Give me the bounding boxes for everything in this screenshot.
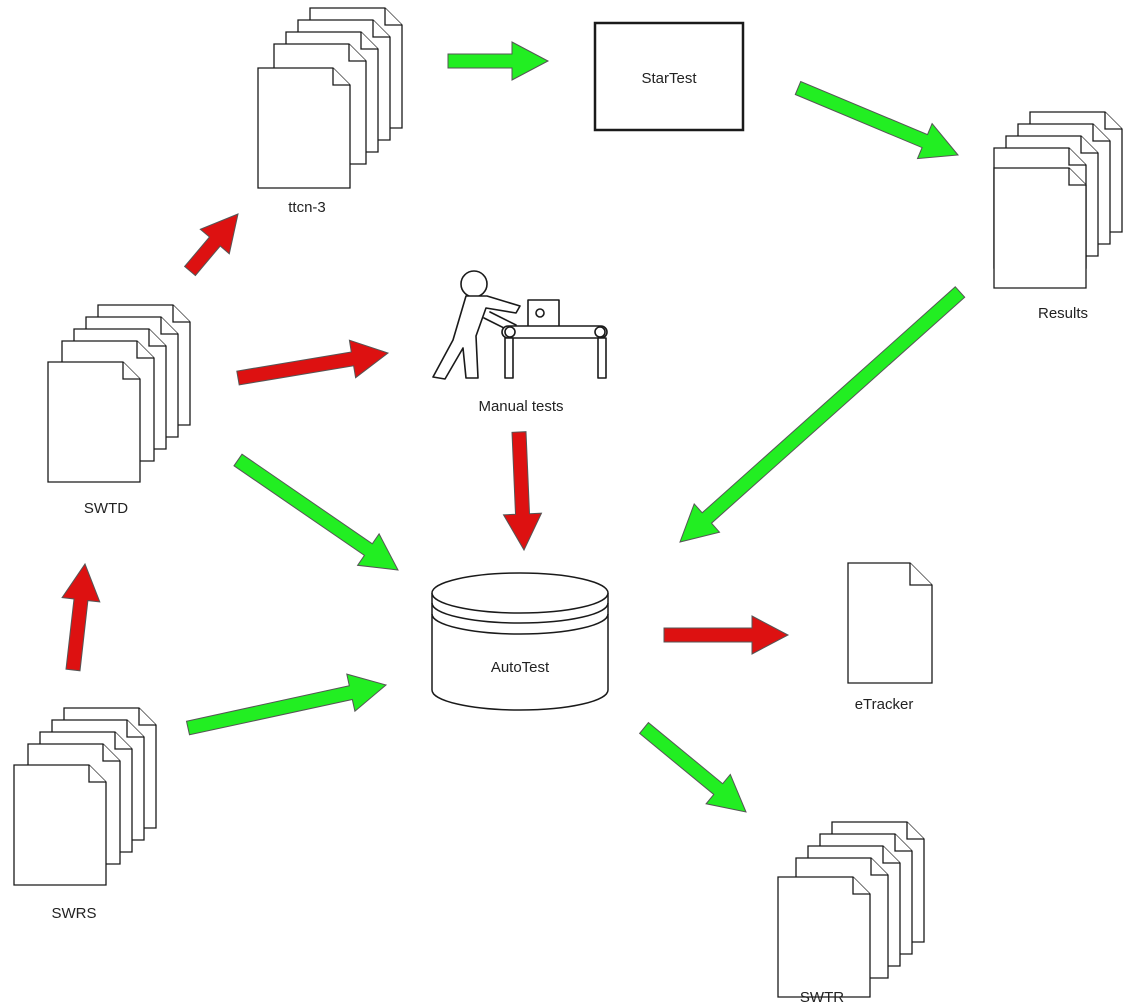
manual-tests-worker-icon [432, 270, 608, 380]
swtr-label: SWTR [800, 989, 844, 1006]
arrow-autotest-to-swtr [638, 721, 747, 813]
autotest-database [431, 572, 609, 711]
swtd-label: SWTD [84, 500, 128, 517]
ttcn3-label: ttcn-3 [288, 199, 326, 216]
arrow-swtd-to-ttcn-3 [183, 213, 239, 277]
manual-tests-label: Manual tests [478, 398, 563, 415]
arrow-results-to-autotest [679, 286, 966, 543]
etracker-label: eTracker [855, 696, 914, 713]
arrow-autotest-to-etracker [663, 615, 790, 655]
arrow-manual-tests-to-autotest [502, 431, 543, 552]
swtr-document-stack [777, 821, 925, 998]
arrow-startest-to-results [794, 80, 959, 160]
ttcn3-document-stack [257, 7, 403, 189]
swrs-label: SWRS [52, 905, 97, 922]
arrow-swtd-to-manual-tests [236, 339, 390, 386]
autotest-label: AutoTest [491, 659, 550, 676]
startest-box [593, 21, 745, 132]
swtd-document-stack [47, 304, 191, 483]
etracker-document [847, 562, 933, 684]
results-label: Results [1038, 305, 1088, 322]
flow-arrows [61, 41, 966, 813]
arrow-swrs-to-autotest [185, 673, 388, 736]
results-document-stack [993, 111, 1123, 289]
arrow-swrs-to-swtd [61, 562, 101, 672]
arrow-ttcn-3-to-startest [447, 41, 550, 81]
arrow-swtd-to-autotest [233, 453, 399, 571]
swrs-document-stack [13, 707, 157, 886]
startest-label: StarTest [641, 70, 697, 87]
